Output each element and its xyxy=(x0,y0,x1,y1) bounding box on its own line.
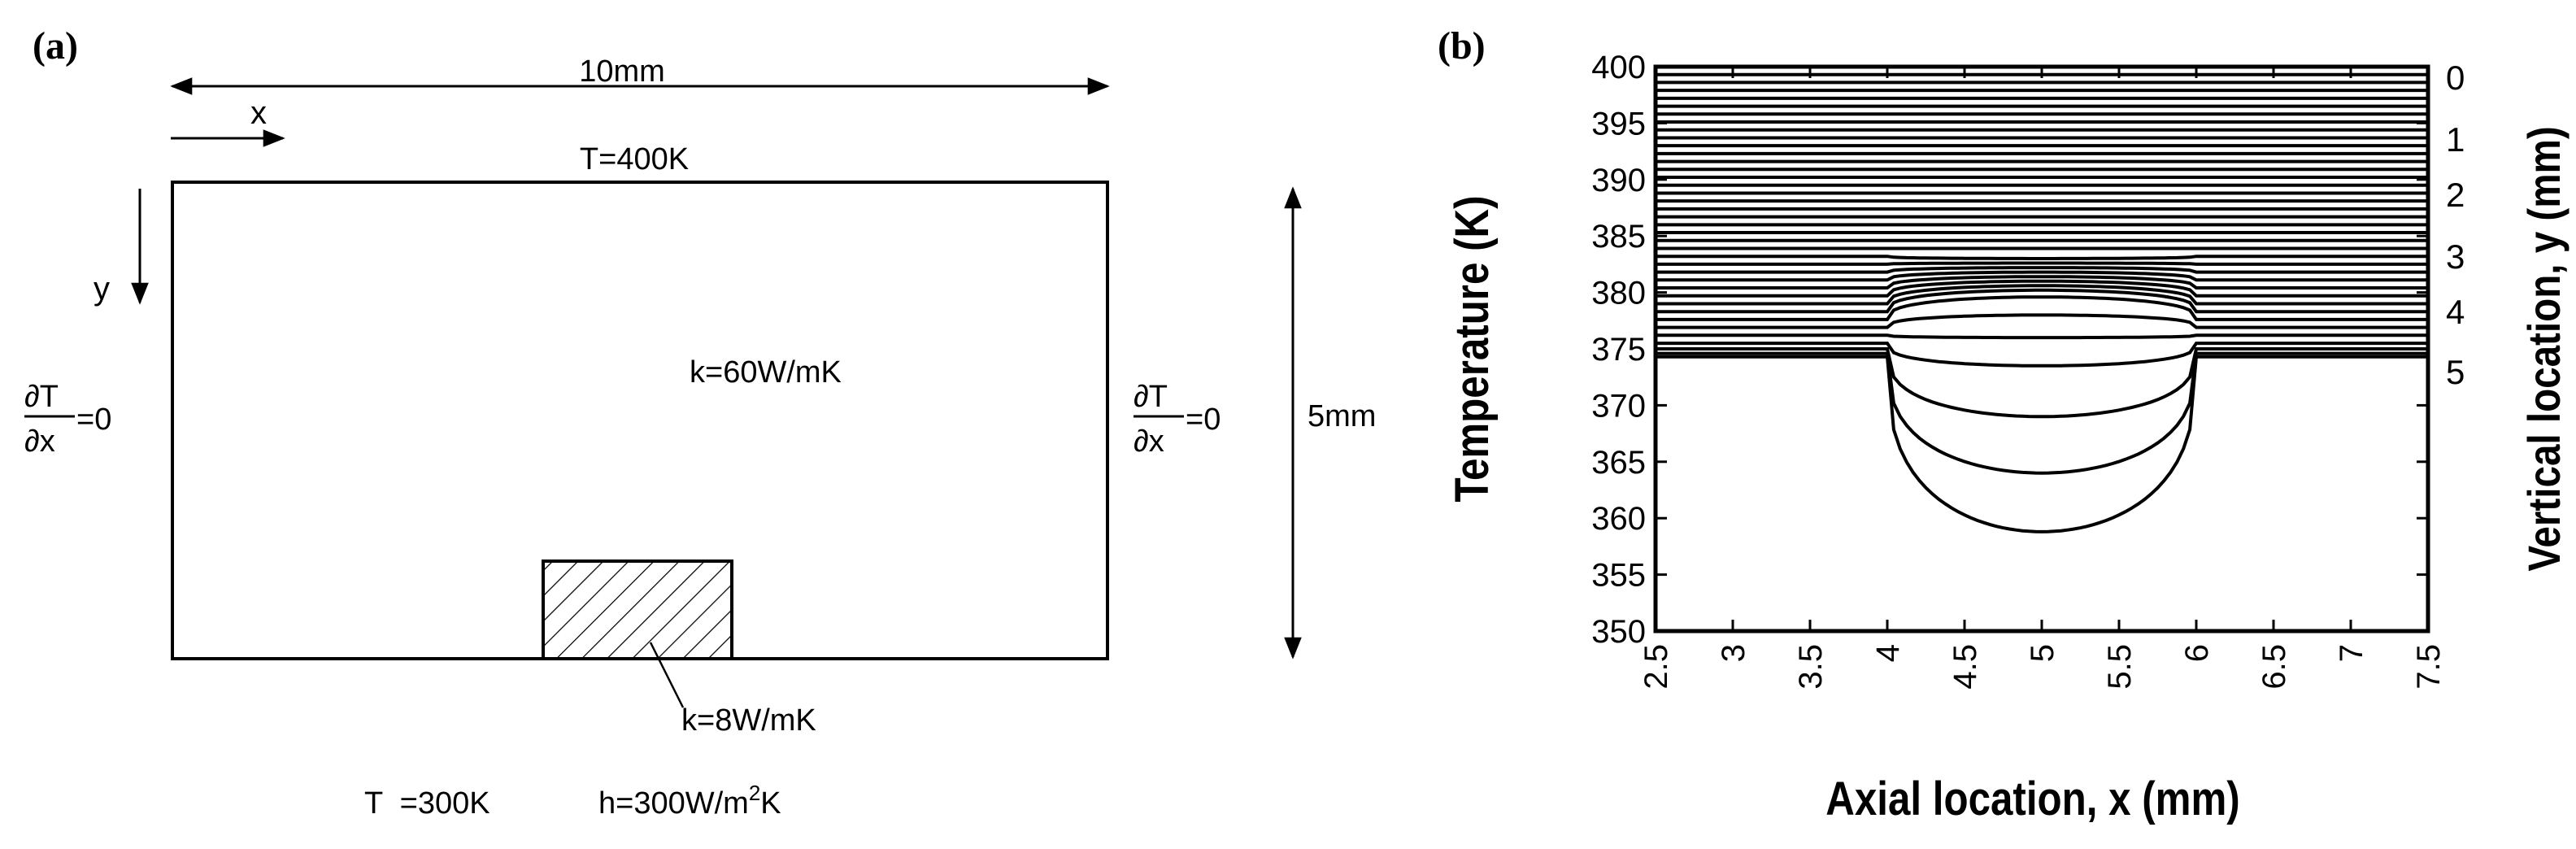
series-line-dip-2 xyxy=(1656,266,2428,274)
bottom-ambient-temperature: T =300K xyxy=(364,786,490,821)
x-tick-label-4: 4.5 xyxy=(1947,644,1983,690)
bottom-h-unit: K xyxy=(760,786,781,821)
x-tick-label-3: 4 xyxy=(1870,644,1906,662)
y-axis-label: y xyxy=(94,271,110,307)
series-line-dip-14 xyxy=(1656,355,2428,533)
bottom-h-base: h=300W/m xyxy=(598,786,749,821)
y2-axis-title: Vertical location, y (mm) xyxy=(2519,126,2569,571)
series-line-dip-13 xyxy=(1656,351,2428,475)
x-tick-label-10: 7.5 xyxy=(2411,644,2447,690)
series-line-dip-3 xyxy=(1656,270,2428,282)
left-boundary-condition: ∂T ∂x =0 xyxy=(24,380,111,459)
y-tick-label-3: 365 xyxy=(1591,445,1646,481)
y-tick-label-2: 360 xyxy=(1591,501,1646,537)
x-tick-label-8: 6.5 xyxy=(2256,644,2292,690)
series-line-dip-4 xyxy=(1656,275,2428,290)
y-tick-label-10: 400 xyxy=(1591,50,1646,85)
x-axis-label: x xyxy=(250,95,267,131)
right-bc-numerator: ∂T xyxy=(1134,380,1168,414)
series-line-dip-12 xyxy=(1656,347,2428,419)
insert-hatched xyxy=(542,559,733,660)
series-line-dip-9 xyxy=(1656,313,2428,329)
series-line-dip-7 xyxy=(1656,288,2428,314)
width-dimension-label: 10mm xyxy=(579,54,665,89)
panel-a: (a) 10mm x T=400K y k=8W/mK k=60W/mK ∂T … xyxy=(24,24,1376,821)
right-boundary-condition: ∂T ∂x =0 xyxy=(1134,380,1221,459)
insert-leader-line xyxy=(649,642,685,708)
series-line-dip-11 xyxy=(1656,342,2428,368)
x-tick-label-6: 5.5 xyxy=(2102,644,2138,690)
y-tick-label-6: 380 xyxy=(1591,276,1646,311)
right-bc-denominator: ∂x xyxy=(1134,424,1164,459)
x-tick-label-7: 6 xyxy=(2179,644,2215,662)
panel-a-label: (a) xyxy=(33,24,78,67)
y-axis-title: Temperature (K) xyxy=(1446,195,1499,502)
left-bc-numerator: ∂T xyxy=(24,380,59,414)
y-tick-label-8: 390 xyxy=(1591,163,1646,198)
chart-series-group xyxy=(1656,65,2428,533)
series-line-dip-8 xyxy=(1656,295,2428,321)
series-line-dip-6 xyxy=(1656,284,2428,306)
y-tick-label-5: 375 xyxy=(1591,332,1646,368)
x-axis-title: Axial location, x (mm) xyxy=(1825,773,2239,825)
y-tick-label-4: 370 xyxy=(1591,388,1646,424)
x-tick-group: 2.5 3 3.5 4 4.5 5 5.5 6 6.5 7 7.5 xyxy=(1638,67,2447,690)
y2-tick-label-3: 3 xyxy=(2446,237,2465,276)
y2-tick-label-2: 2 xyxy=(2446,176,2465,214)
left-bc-equals: =0 xyxy=(76,403,111,437)
top-boundary-condition: T=400K xyxy=(580,142,689,176)
y-tick-label-1: 355 xyxy=(1591,558,1646,594)
insert-conductivity: k=8W/mK xyxy=(681,703,816,738)
right-bc-equals: =0 xyxy=(1186,403,1221,437)
bottom-h-exponent: 2 xyxy=(749,781,760,805)
x-tick-label-9: 7 xyxy=(2334,644,2369,662)
y-tick-group: 350 355 360 365 370 375 380 385 390 395 400 xyxy=(1591,50,2428,650)
y2-tick-label-5: 5 xyxy=(2446,353,2465,391)
y-tick-label-0: 350 xyxy=(1591,614,1646,650)
y2-tick-label-0: 0 xyxy=(2446,59,2465,97)
main-conductivity: k=60W/mK xyxy=(690,355,842,390)
y-tick-label-9: 395 xyxy=(1591,106,1646,142)
y2-tick-label-4: 4 xyxy=(2446,293,2465,331)
y2-tick-group: 0 1 2 3 4 5 xyxy=(2446,59,2465,391)
x-tick-label-1: 3 xyxy=(1716,644,1751,662)
y-tick-label-7: 385 xyxy=(1591,219,1646,255)
series-line-dip-1 xyxy=(1656,261,2428,266)
left-bc-denominator: ∂x xyxy=(24,424,55,459)
y2-tick-label-1: 1 xyxy=(2446,120,2465,159)
series-line-dip-10 xyxy=(1656,333,2428,340)
panel-b-label: (b) xyxy=(1438,24,1486,67)
bottom-heat-transfer-coefficient: h=300W/m2K xyxy=(598,781,781,821)
x-tick-label-2: 3.5 xyxy=(1793,644,1829,690)
x-tick-label-5: 5 xyxy=(2025,644,2060,662)
x-tick-label-0: 2.5 xyxy=(1638,644,1674,690)
series-line-dip-0 xyxy=(1656,255,2428,260)
series-line-dip-5 xyxy=(1656,279,2428,298)
height-dimension-label: 5mm xyxy=(1308,399,1376,433)
